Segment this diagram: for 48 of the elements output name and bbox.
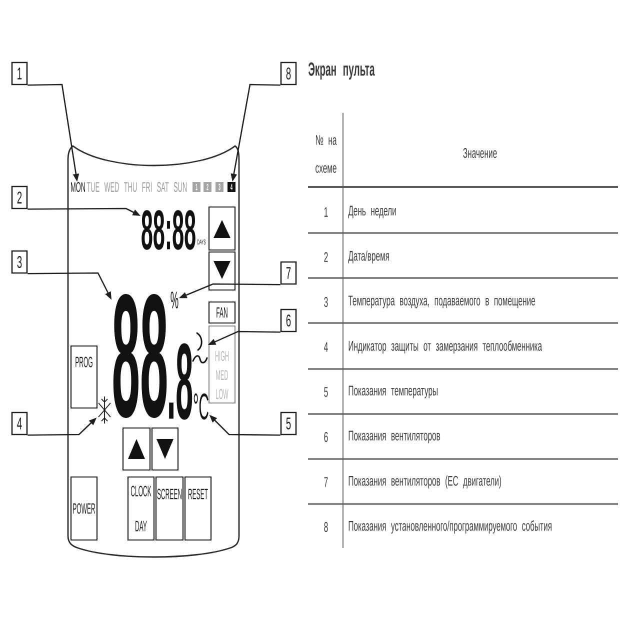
program-indicator: 4: [228, 182, 236, 192]
fan-speed-button: HIGH MED LOW: [208, 325, 236, 404]
item-number: 4: [324, 342, 328, 352]
degree-celsius: °C: [194, 393, 208, 420]
program-indicator: 3: [216, 182, 224, 192]
temperature-decimal: .8: [169, 343, 192, 420]
fan-button: FAN: [208, 301, 236, 324]
item-description: Показания установленного/программируемого события: [348, 520, 552, 534]
percent-sign: %: [170, 292, 178, 308]
item-number: 5: [324, 387, 328, 397]
callout-box: 7: [280, 261, 297, 285]
callout-box: 8: [280, 62, 297, 86]
program-indicator: 2: [204, 182, 212, 192]
clock-button: CLOCK DAY: [127, 476, 155, 541]
item-description: Показания вентиляторов (EC двигатели): [348, 475, 502, 489]
power-button: POWER: [70, 476, 98, 541]
callout-box: 5: [280, 412, 297, 436]
screen-button: SCREEN: [155, 476, 184, 541]
callout-box: 4: [11, 412, 28, 436]
item-description: Индикатор защиты от замерзания теплообменника: [348, 340, 542, 354]
item-number: 1: [324, 207, 328, 217]
item-description: Показания температуры: [348, 386, 438, 398]
reset-button: RESET: [184, 476, 212, 541]
column-header: Значение: [463, 148, 497, 158]
item-description: Дата/время: [348, 250, 389, 264]
weekday-label: MON: [71, 182, 85, 192]
item-number: 8: [324, 522, 328, 532]
prog-button: PROG: [70, 345, 98, 409]
temperature-readout: 88: [113, 294, 167, 418]
program-indicator: 1: [192, 182, 200, 192]
item-description: День недели: [348, 206, 396, 218]
time-readout: 88:88: [142, 210, 196, 250]
column-header: № на схеме: [316, 135, 337, 173]
item-number: 7: [324, 477, 328, 487]
callout-box: 1: [11, 62, 28, 86]
item-number: 3: [324, 297, 328, 307]
callout-box: 3: [11, 250, 28, 274]
title: Экран пульта: [308, 62, 375, 80]
item-description: Показания вентиляторов: [348, 430, 440, 444]
snowflake-icon: [98, 396, 111, 424]
weekday-labels: TUE WED THU FRI SAT SUN: [86, 182, 187, 192]
item-number: 6: [324, 432, 328, 442]
callout-box: 2: [11, 186, 28, 210]
item-number: 2: [324, 252, 328, 262]
callout-box: 6: [280, 308, 297, 332]
item-description: Температура воздуха, подаваемого в помещение: [348, 296, 536, 308]
fan-icon: [192, 332, 208, 364]
device-outline: [67, 145, 240, 558]
